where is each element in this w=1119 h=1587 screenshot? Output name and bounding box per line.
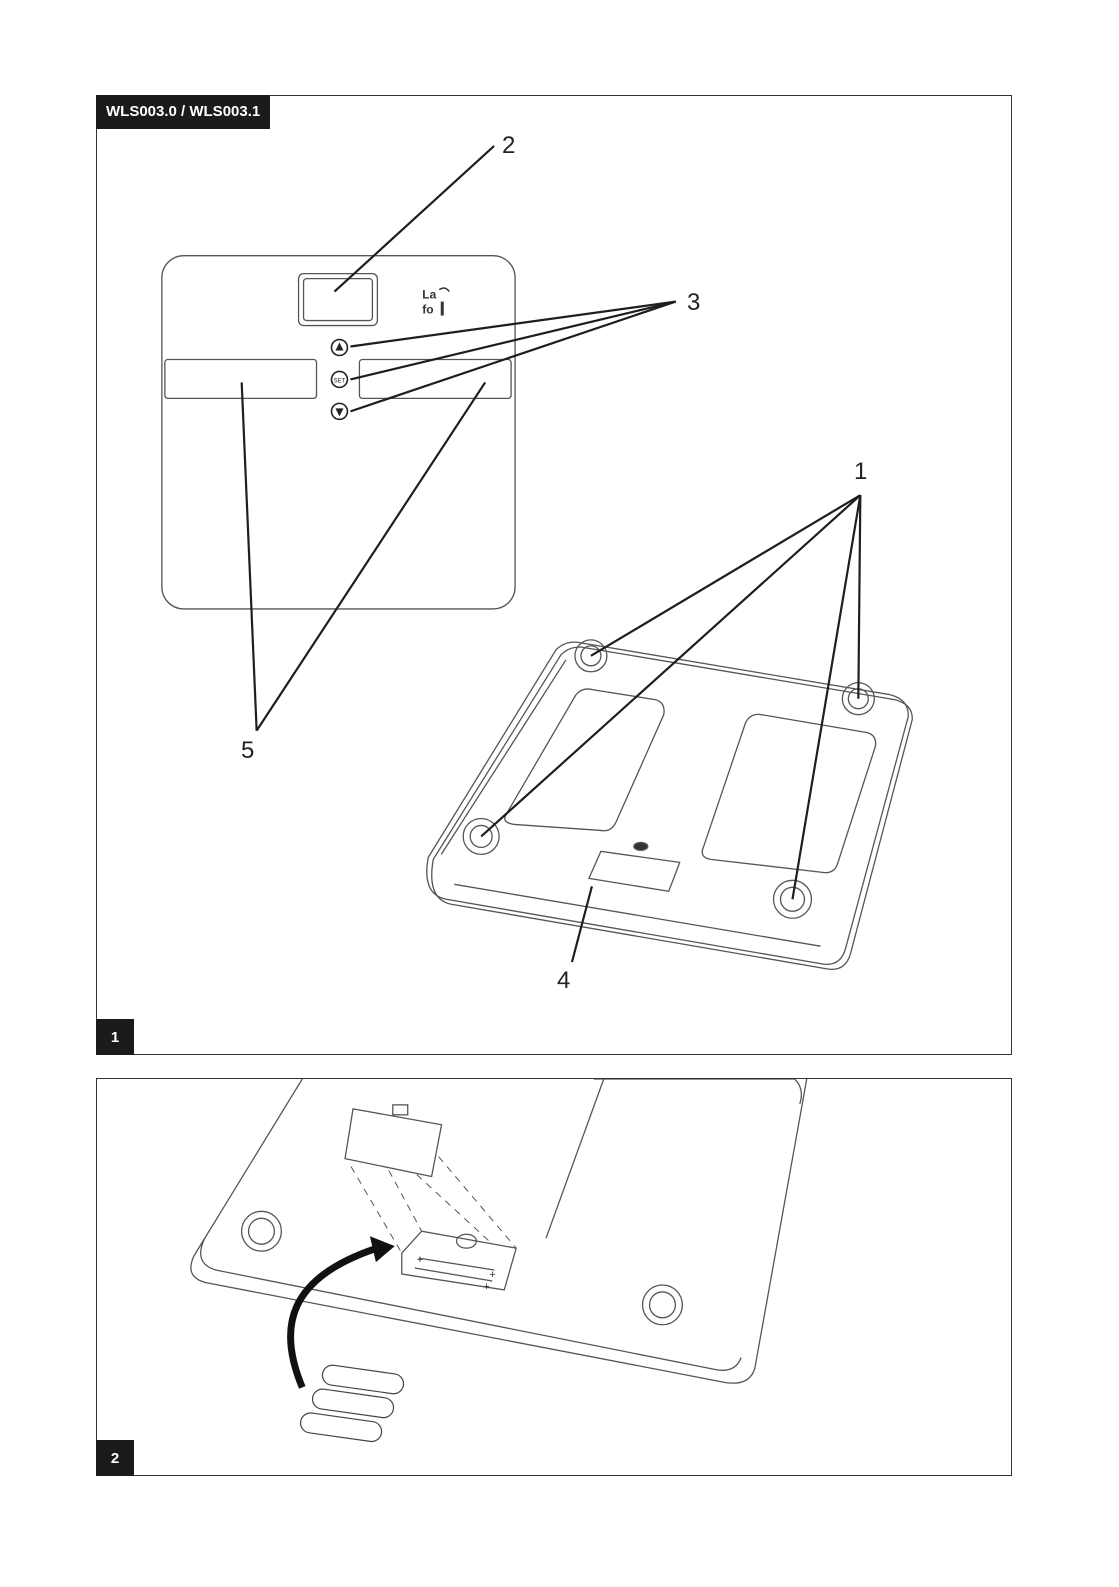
- svg-text:fo: fo: [422, 303, 433, 317]
- callout-2: 2: [502, 132, 515, 160]
- lcd-display-outer: [299, 274, 378, 326]
- set-button-text: SET: [334, 378, 346, 384]
- scale-bottom-view: [427, 640, 913, 969]
- callout-1: 1: [854, 458, 867, 486]
- scale-base-edge: [201, 1238, 741, 1370]
- battery-cover: [345, 1109, 442, 1177]
- callout-5: 5: [241, 737, 254, 765]
- lcd-display-inner: [304, 279, 373, 321]
- svg-text:+: +: [489, 1269, 495, 1281]
- callout-3: 3: [687, 289, 700, 317]
- figure-1-panel: WLS003.0 / WLS003.1 SET La fo: [96, 95, 1012, 1055]
- foot-right: [643, 1285, 683, 1325]
- aaa-batteries: [299, 1364, 404, 1443]
- svg-text:+: +: [417, 1254, 423, 1266]
- svg-text:+: +: [483, 1281, 489, 1293]
- scale-top-view: [162, 256, 515, 609]
- svg-text:La: La: [422, 288, 436, 302]
- scale-base: [191, 1079, 807, 1383]
- down-arrow-icon: [335, 408, 343, 416]
- foot-left: [242, 1211, 282, 1251]
- up-arrow-icon: [335, 343, 343, 351]
- panel-number-2: 2: [96, 1440, 134, 1476]
- brand-logo: La fo: [422, 288, 449, 317]
- figure-1-drawing: SET La fo: [97, 96, 1011, 1054]
- panel-number-1: 1: [96, 1019, 134, 1055]
- figure-2-drawing: + + +: [97, 1079, 1011, 1475]
- arrow-head-icon: [370, 1236, 395, 1262]
- callout-4: 4: [557, 967, 570, 995]
- figure-2-panel: + + + 2: [96, 1078, 1012, 1476]
- scale-cutout: [546, 1079, 801, 1238]
- electrode-left: [165, 359, 317, 398]
- callout-leader-lines: [242, 146, 861, 962]
